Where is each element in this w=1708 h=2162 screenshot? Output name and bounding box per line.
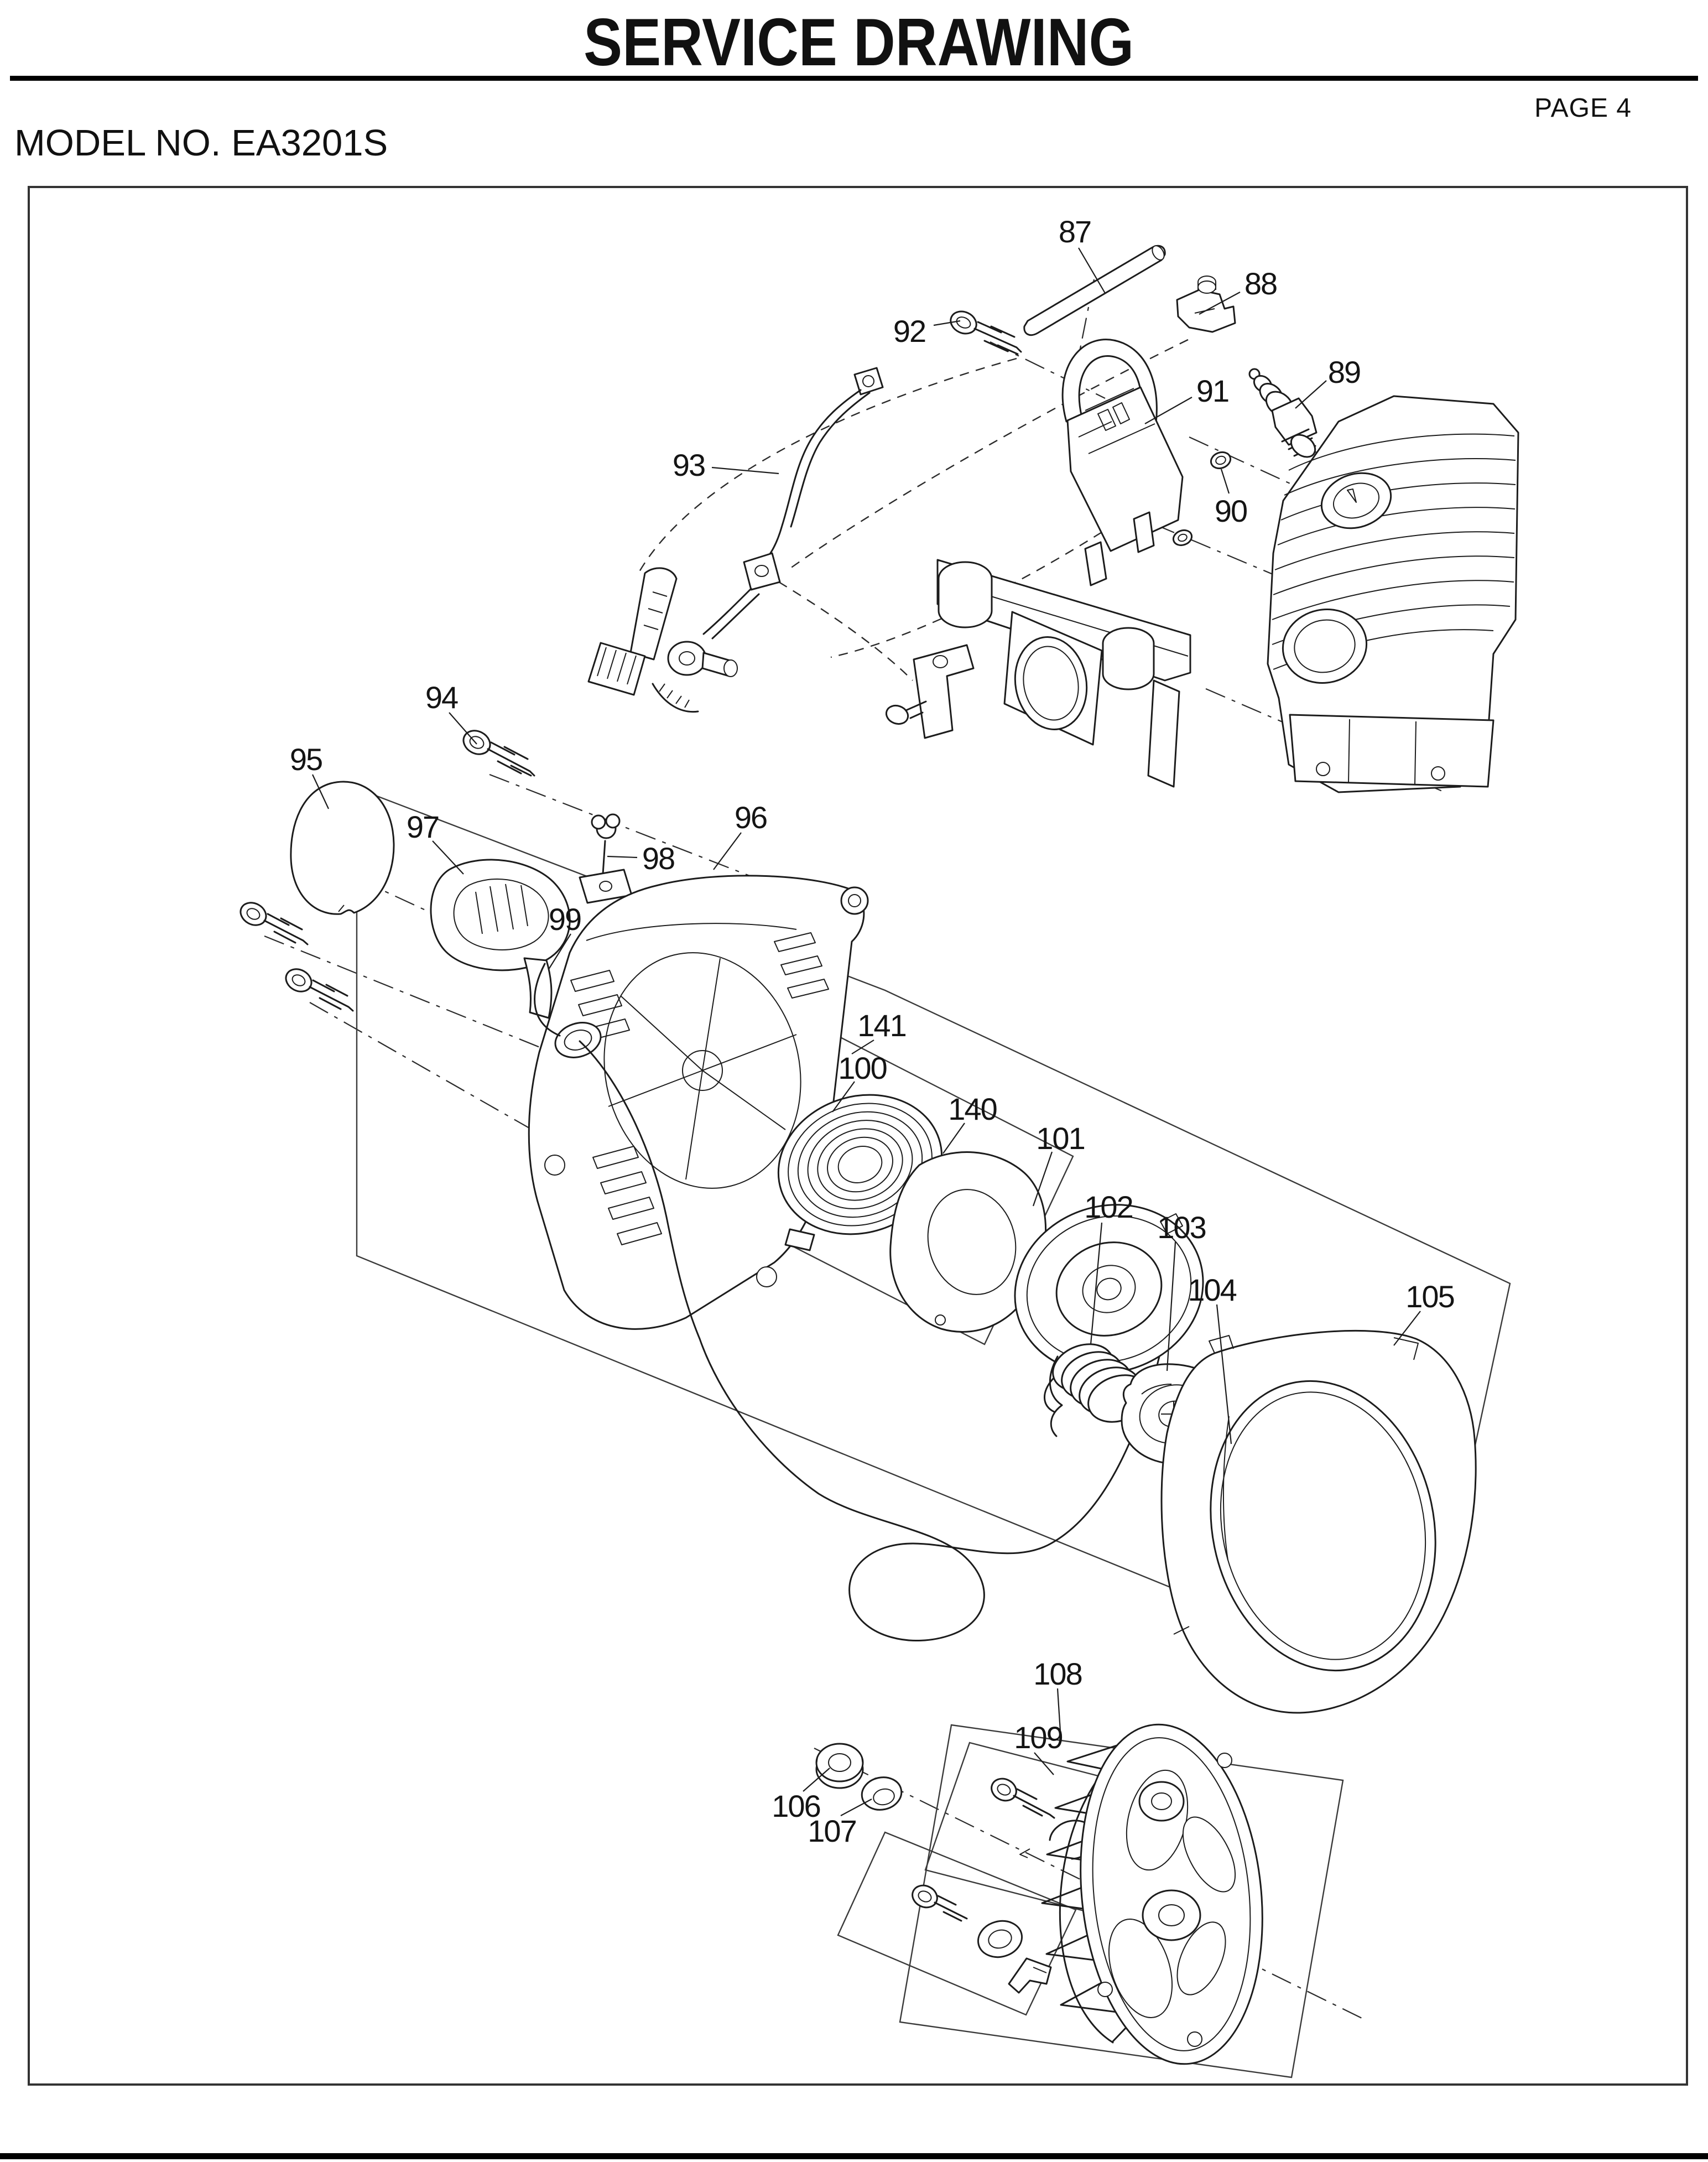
part-callout-90: 90 [1215, 493, 1247, 528]
page-number: PAGE 4 [1534, 93, 1632, 123]
part-callout-88: 88 [1244, 266, 1277, 301]
part-callout-98: 98 [642, 841, 674, 876]
part-callout-96: 96 [735, 800, 767, 835]
callout-leader-99 [548, 933, 571, 970]
callout-leader-91 [1144, 397, 1193, 424]
left-screws [239, 902, 354, 1012]
group-box-109b [837, 1831, 1077, 2016]
part-callout-93: 93 [673, 448, 705, 482]
callout-leader-140 [942, 1122, 965, 1154]
callout-leader-141 [851, 1040, 874, 1054]
callout-leader-108 [1056, 1688, 1062, 1740]
mount-screw-94 [462, 730, 535, 777]
spark-plug [1248, 368, 1318, 458]
engine-bracket [885, 559, 1191, 788]
callout-leader-109 [1034, 1752, 1054, 1775]
callout-leader-100 [832, 1081, 855, 1113]
part-callout-107: 107 [808, 1813, 856, 1848]
callout-leader-106 [803, 1768, 830, 1792]
part-callout-95: 95 [290, 742, 322, 777]
part-callout-89: 89 [1328, 355, 1360, 389]
handle-tube [1023, 245, 1166, 336]
callout-leader-102 [1090, 1222, 1103, 1345]
part-callout-102: 102 [1084, 1189, 1132, 1224]
flywheel-washer-107 [861, 1776, 903, 1811]
callout-leader-88 [1199, 292, 1241, 315]
ignition-coil [1061, 339, 1184, 586]
callout-leader-107 [840, 1799, 872, 1816]
callout-leader-97 [432, 840, 464, 875]
callout-leader-92 [933, 320, 961, 326]
starter-grip [430, 859, 571, 1019]
flange-nut-106 [815, 1743, 864, 1789]
callout-leader-103 [1166, 1241, 1176, 1371]
callout-leader-101 [1032, 1151, 1053, 1207]
starter-housing [528, 875, 869, 1330]
cylinder-assembly [1267, 395, 1519, 793]
callout-leader-89 [1295, 380, 1327, 409]
plug-terminal [1176, 276, 1236, 333]
callout-leader-93 [711, 466, 779, 475]
part-callout-101: 101 [1036, 1121, 1084, 1156]
part-callout-140: 140 [948, 1092, 996, 1126]
stop-lever-assembly [587, 567, 738, 713]
drawing-border [28, 186, 1688, 2086]
callout-leader-96 [713, 832, 742, 870]
spring-case-140 [889, 1151, 1047, 1333]
part-callout-92: 92 [893, 314, 925, 349]
model-number: MODEL NO. EA3201S [14, 122, 388, 164]
part-callout-106: 106 [772, 1789, 820, 1823]
part-callout-99: 99 [549, 902, 581, 937]
callout-leader-95 [312, 774, 329, 809]
callout-leader-87 [1078, 247, 1106, 294]
wire-harness [702, 367, 884, 640]
callout-leader-94 [449, 712, 477, 745]
callout-leader-98 [607, 855, 638, 859]
part-callout-100: 100 [838, 1051, 886, 1085]
page-title: SERVICE DRAWING [584, 4, 1134, 80]
callout-leader-105 [1393, 1311, 1421, 1346]
coil-screw [950, 310, 1022, 355]
starter-cover-disc [290, 781, 395, 915]
washer-kit [912, 1884, 1052, 1994]
footer-rule [0, 2153, 1708, 2159]
header-rule [10, 76, 1698, 81]
part-callout-97: 97 [407, 809, 439, 844]
part-callout-91: 91 [1196, 373, 1228, 408]
part-callout-103: 103 [1157, 1210, 1205, 1245]
fan-cover-105 [1160, 1329, 1477, 1714]
part-callout-87: 87 [1059, 214, 1091, 249]
part-callout-104: 104 [1188, 1272, 1236, 1307]
rope-guide-98 [579, 813, 633, 904]
callout-leader-90 [1220, 469, 1230, 494]
flywheel [1041, 1723, 1263, 2065]
part-callout-105: 105 [1405, 1279, 1454, 1314]
part-callout-94: 94 [425, 680, 458, 715]
part-callout-108: 108 [1033, 1656, 1081, 1691]
part-callout-141: 141 [857, 1008, 905, 1043]
callout-leader-104 [1216, 1304, 1232, 1444]
rope-pulley-101 [1014, 1204, 1204, 1437]
part-callout-109: 109 [1014, 1720, 1062, 1755]
